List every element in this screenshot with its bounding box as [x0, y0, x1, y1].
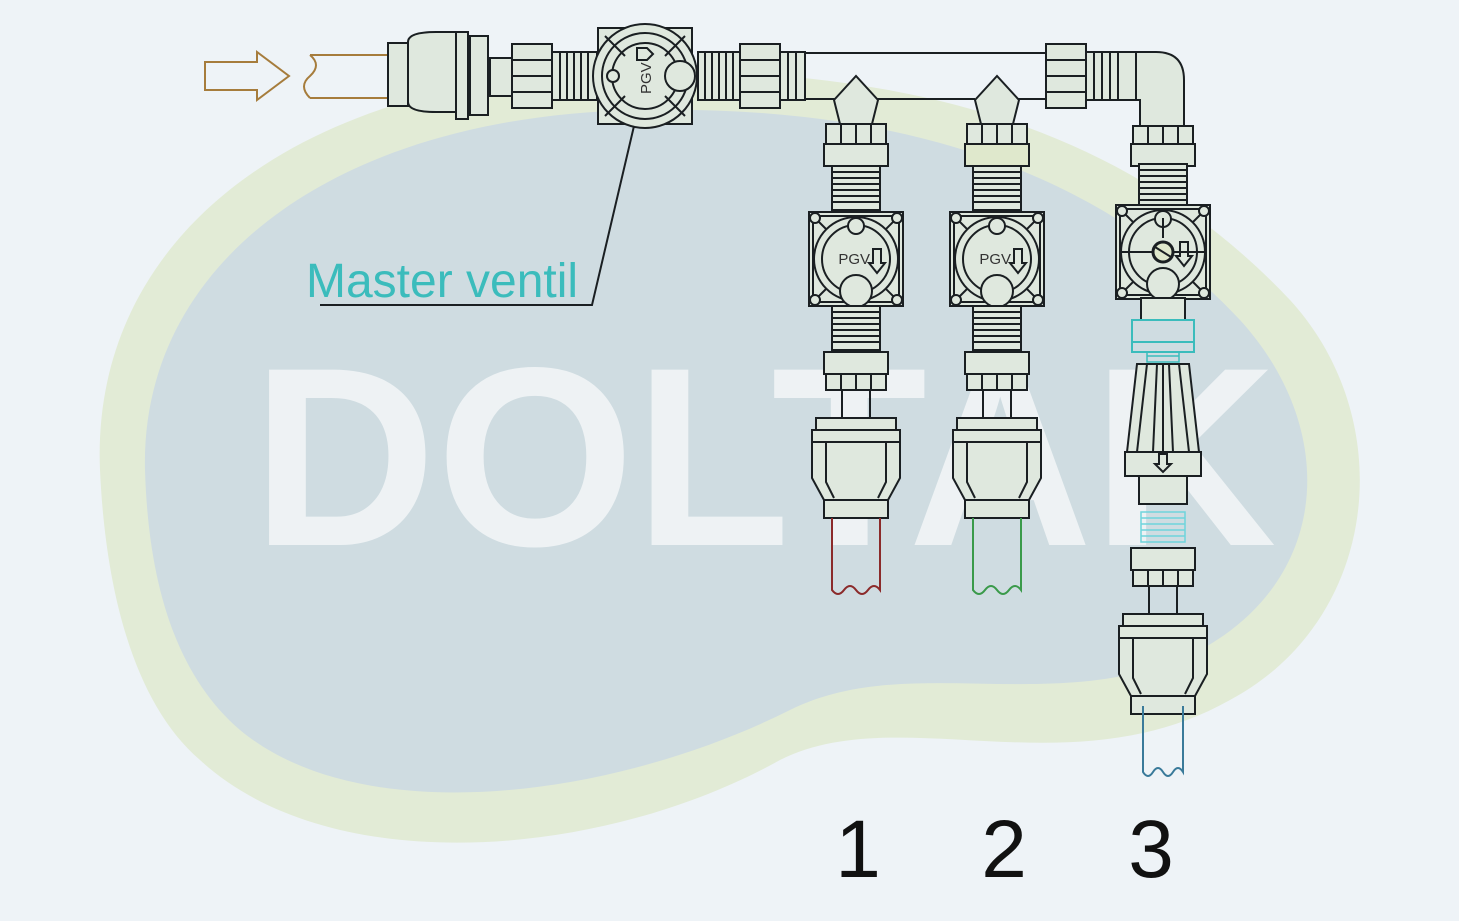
zone-1-valve-text: PGV — [838, 251, 870, 268]
master-valve: PGV — [592, 23, 698, 129]
inlet-pipe — [303, 54, 390, 99]
zone-1-number: 1 — [835, 804, 881, 895]
master-valve-label: Master ventil — [306, 255, 578, 308]
main-header-pipe — [387, 31, 1185, 127]
inlet-arrow-icon — [204, 50, 291, 102]
zone-2-valve-text: PGV — [979, 251, 1011, 268]
watermark-logo: DOLTAK — [252, 315, 1276, 600]
filter — [1131, 319, 1195, 363]
master-valve-text: PGV — [638, 62, 655, 94]
zone-2-number: 2 — [981, 804, 1027, 895]
zone-3-number: 3 — [1128, 804, 1174, 895]
zone-1-assembly: PGV — [808, 74, 904, 595]
master-label-leader — [320, 125, 635, 306]
zone-2-assembly: PGV — [949, 74, 1045, 595]
pressure-regulator — [1124, 363, 1202, 505]
zone-3-assembly — [1115, 125, 1211, 777]
